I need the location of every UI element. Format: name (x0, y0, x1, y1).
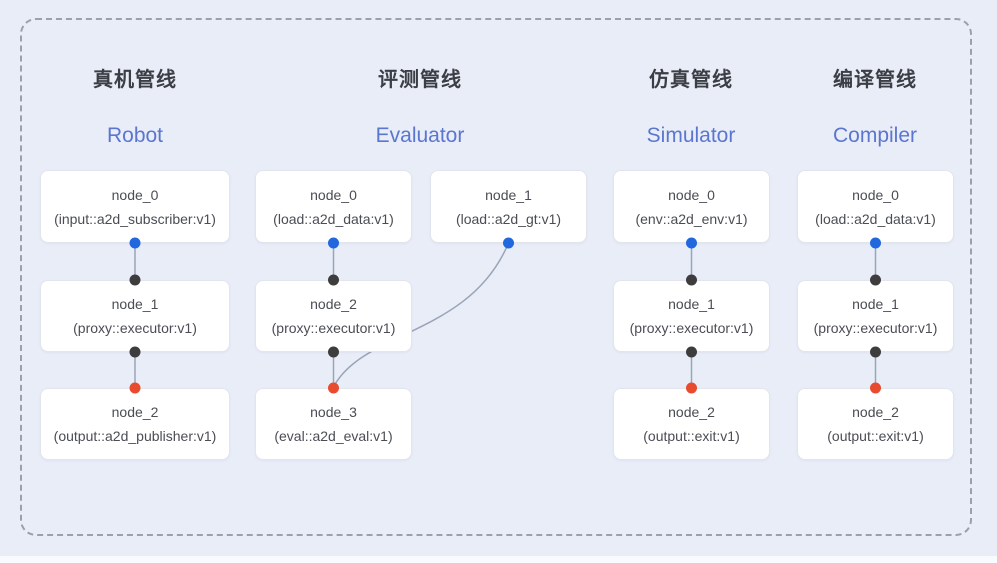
node-type-label: (input::a2d_subscriber:v1) (54, 210, 216, 227)
evaluator-node_2-box[interactable]: node_2(proxy::executor:v1) (255, 280, 412, 352)
node-label: node_1 (668, 296, 715, 312)
node-label: node_2 (852, 404, 899, 420)
pipeline-title-en-evaluator: Evaluator (375, 124, 465, 147)
simulator-node_1-box[interactable]: node_1(proxy::executor:v1) (613, 280, 770, 352)
node-type-label: (output::exit:v1) (643, 428, 740, 444)
node-label: node_2 (310, 296, 357, 312)
node-type-label: (load::a2d_data:v1) (273, 210, 394, 227)
node-type-label: (load::a2d_gt:v1) (455, 210, 562, 227)
robot-node_0-box[interactable]: node_0(input::a2d_subscriber:v1) (40, 170, 230, 243)
node-type-label: (env::a2d_env:v1) (635, 210, 748, 227)
pipeline-title-zh-compiler: 编译管线 (833, 69, 917, 91)
node-type-label: (proxy::executor:v1) (629, 320, 754, 336)
node-type-label: (load::a2d_data:v1) (815, 210, 936, 227)
node-label: node_1 (852, 296, 899, 312)
compiler-node_1-box[interactable]: node_1(proxy::executor:v1) (797, 280, 954, 352)
node-label: node_1 (111, 296, 159, 312)
node-type-label: (proxy::executor:v1) (73, 320, 197, 336)
simulator-node_2-box[interactable]: node_2(output::exit:v1) (613, 388, 770, 460)
node-label: node_0 (852, 186, 899, 203)
evaluator-node_1-box[interactable]: node_1(load::a2d_gt:v1) (430, 170, 587, 243)
node-label: node_2 (668, 404, 715, 420)
pipeline-title-zh-robot: 真机管线 (93, 69, 177, 91)
node-type-label: (proxy::executor:v1) (813, 320, 938, 336)
compiler-node_0-box[interactable]: node_0(load::a2d_data:v1) (797, 170, 954, 243)
node-label: node_1 (485, 186, 532, 203)
compiler-node_2-box[interactable]: node_2(output::exit:v1) (797, 388, 954, 460)
node-type-label: (eval::a2d_eval:v1) (274, 428, 393, 444)
robot-node_1-box[interactable]: node_1(proxy::executor:v1) (40, 280, 230, 352)
node-label: node_3 (310, 404, 357, 420)
pipeline-title-en-robot: Robot (106, 124, 164, 147)
evaluator-node_3-box[interactable]: node_3(eval::a2d_eval:v1) (255, 388, 412, 460)
robot-node_2-box[interactable]: node_2(output::a2d_publisher:v1) (40, 388, 230, 460)
node-label: node_0 (668, 186, 715, 203)
simulator-node_0-box[interactable]: node_0(env::a2d_env:v1) (613, 170, 770, 243)
pipeline-title-en-simulator: Simulator (646, 124, 736, 147)
node-label: node_2 (111, 404, 159, 420)
pipeline-title-en-compiler: Compiler (832, 124, 918, 147)
page-bottom-strip (0, 556, 997, 563)
node-type-label: (proxy::executor:v1) (271, 320, 396, 336)
pipeline-title-zh-evaluator: 评测管线 (378, 69, 462, 91)
node-type-label: (output::exit:v1) (827, 428, 924, 444)
node-label: node_0 (310, 186, 357, 203)
node-label: node_0 (111, 186, 159, 203)
pipeline-title-zh-simulator: 仿真管线 (649, 69, 733, 91)
node-type-label: (output::a2d_publisher:v1) (53, 428, 217, 444)
evaluator-node_0-box[interactable]: node_0(load::a2d_data:v1) (255, 170, 412, 243)
